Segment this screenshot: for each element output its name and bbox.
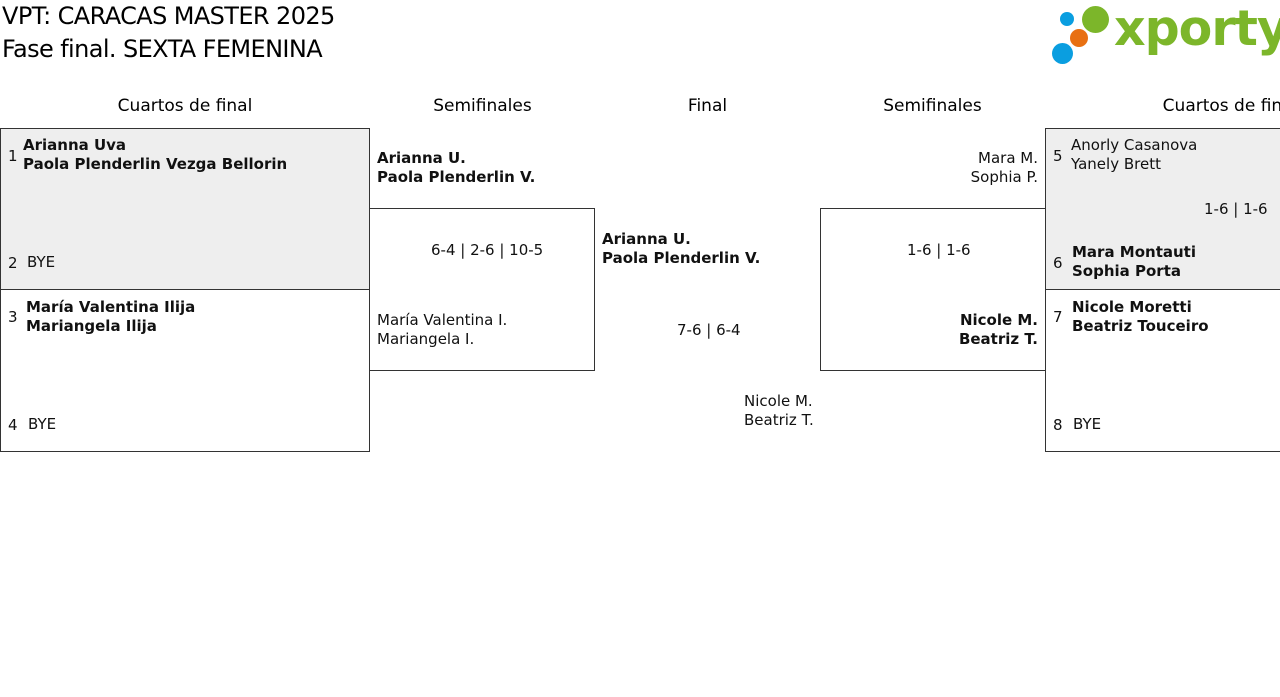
col-head-right-quarters: Cuartos de final: [1162, 96, 1280, 116]
bye-label: BYE: [27, 253, 56, 271]
player-name: Paola Plenderlin Vezga Bellorin: [23, 155, 288, 173]
match-score: 1-6 | 1-6: [907, 241, 971, 259]
seed-number: 8: [1053, 416, 1063, 434]
logo-dot-blue-large-icon: [1052, 43, 1073, 64]
semi-left-winner-name: Paola Plenderlin V.: [377, 168, 536, 186]
player-name: Mariangela I.: [377, 330, 475, 348]
player-name: Mariangela Ilija: [26, 317, 157, 335]
player-name: Sophia Porta: [1072, 262, 1181, 280]
seed-number: 7: [1053, 308, 1063, 326]
match-score: 6-4 | 2-6 | 10-5: [431, 241, 544, 259]
seed-number: 1: [8, 147, 18, 165]
player-name: Beatriz T.: [958, 330, 1038, 348]
player-name: Nicole M.: [959, 311, 1038, 329]
semi-right-player-name: Mara M.: [978, 149, 1038, 167]
seed-number: 6: [1053, 254, 1063, 272]
final-score: 7-6 | 6-4: [677, 321, 741, 339]
player-name: Beatriz Touceiro: [1072, 317, 1209, 335]
left-semi-bracket[interactable]: 6-4 | 2-6 | 10-5 María Valentina I. Mari…: [369, 208, 595, 371]
logo-text: xporty: [1114, 0, 1280, 57]
bye-label: BYE: [1073, 415, 1102, 433]
page-subtitle: Fase final. SEXTA FEMENINA: [2, 35, 323, 63]
semi-left-winner-name: Arianna U.: [377, 149, 466, 167]
col-head-left-quarters: Cuartos de final: [117, 96, 253, 116]
player-name: Yanely Brett: [1071, 155, 1161, 173]
col-head-right-semis: Semifinales: [883, 96, 982, 116]
xporty-logo[interactable]: xporty: [1052, 0, 1280, 68]
page-title: VPT: CARACAS MASTER 2025: [2, 2, 335, 30]
player-name: Mara Montauti: [1072, 243, 1196, 261]
seed-number: 5: [1053, 147, 1063, 165]
final-runner-name: Nicole M.: [744, 392, 813, 410]
logo-dot-orange-icon: [1070, 29, 1088, 47]
seed-number: 2: [8, 254, 18, 272]
right-quarter-match-2[interactable]: 7 Nicole Moretti Beatriz Touceiro 8 BYE: [1045, 289, 1280, 452]
logo-dot-blue-small-icon: [1060, 12, 1074, 26]
bye-label: BYE: [28, 415, 57, 433]
player-name: María Valentina I.: [377, 311, 508, 329]
player-name: Anorly Casanova: [1071, 136, 1198, 154]
match-score: 1-6 | 1-6: [1204, 200, 1268, 218]
left-quarter-match-1[interactable]: 1 Arianna Uva Paola Plenderlin Vezga Bel…: [0, 128, 370, 290]
right-quarter-match-1[interactable]: 5 Anorly Casanova Yanely Brett 1-6 | 1-6…: [1045, 128, 1280, 290]
col-head-left-semis: Semifinales: [433, 96, 532, 116]
col-head-final: Final: [687, 96, 728, 116]
player-name: Arianna Uva: [23, 136, 127, 154]
semi-right-player-name: Sophia P.: [970, 168, 1038, 186]
seed-number: 4: [8, 416, 18, 434]
player-name: María Valentina Ilija: [26, 298, 196, 316]
left-quarter-match-2[interactable]: 3 María Valentina Ilija Mariangela Ilija…: [0, 289, 370, 452]
final-runner-name: Beatriz T.: [744, 411, 814, 429]
right-semi-bracket[interactable]: 1-6 | 1-6 Nicole M. Beatriz T.: [820, 208, 1046, 371]
final-winner-name: Paola Plenderlin V.: [602, 249, 761, 267]
final-winner-name: Arianna U.: [602, 230, 691, 248]
seed-number: 3: [8, 308, 18, 326]
player-name: Nicole Moretti: [1072, 298, 1192, 316]
logo-dot-green-icon: [1082, 6, 1109, 33]
